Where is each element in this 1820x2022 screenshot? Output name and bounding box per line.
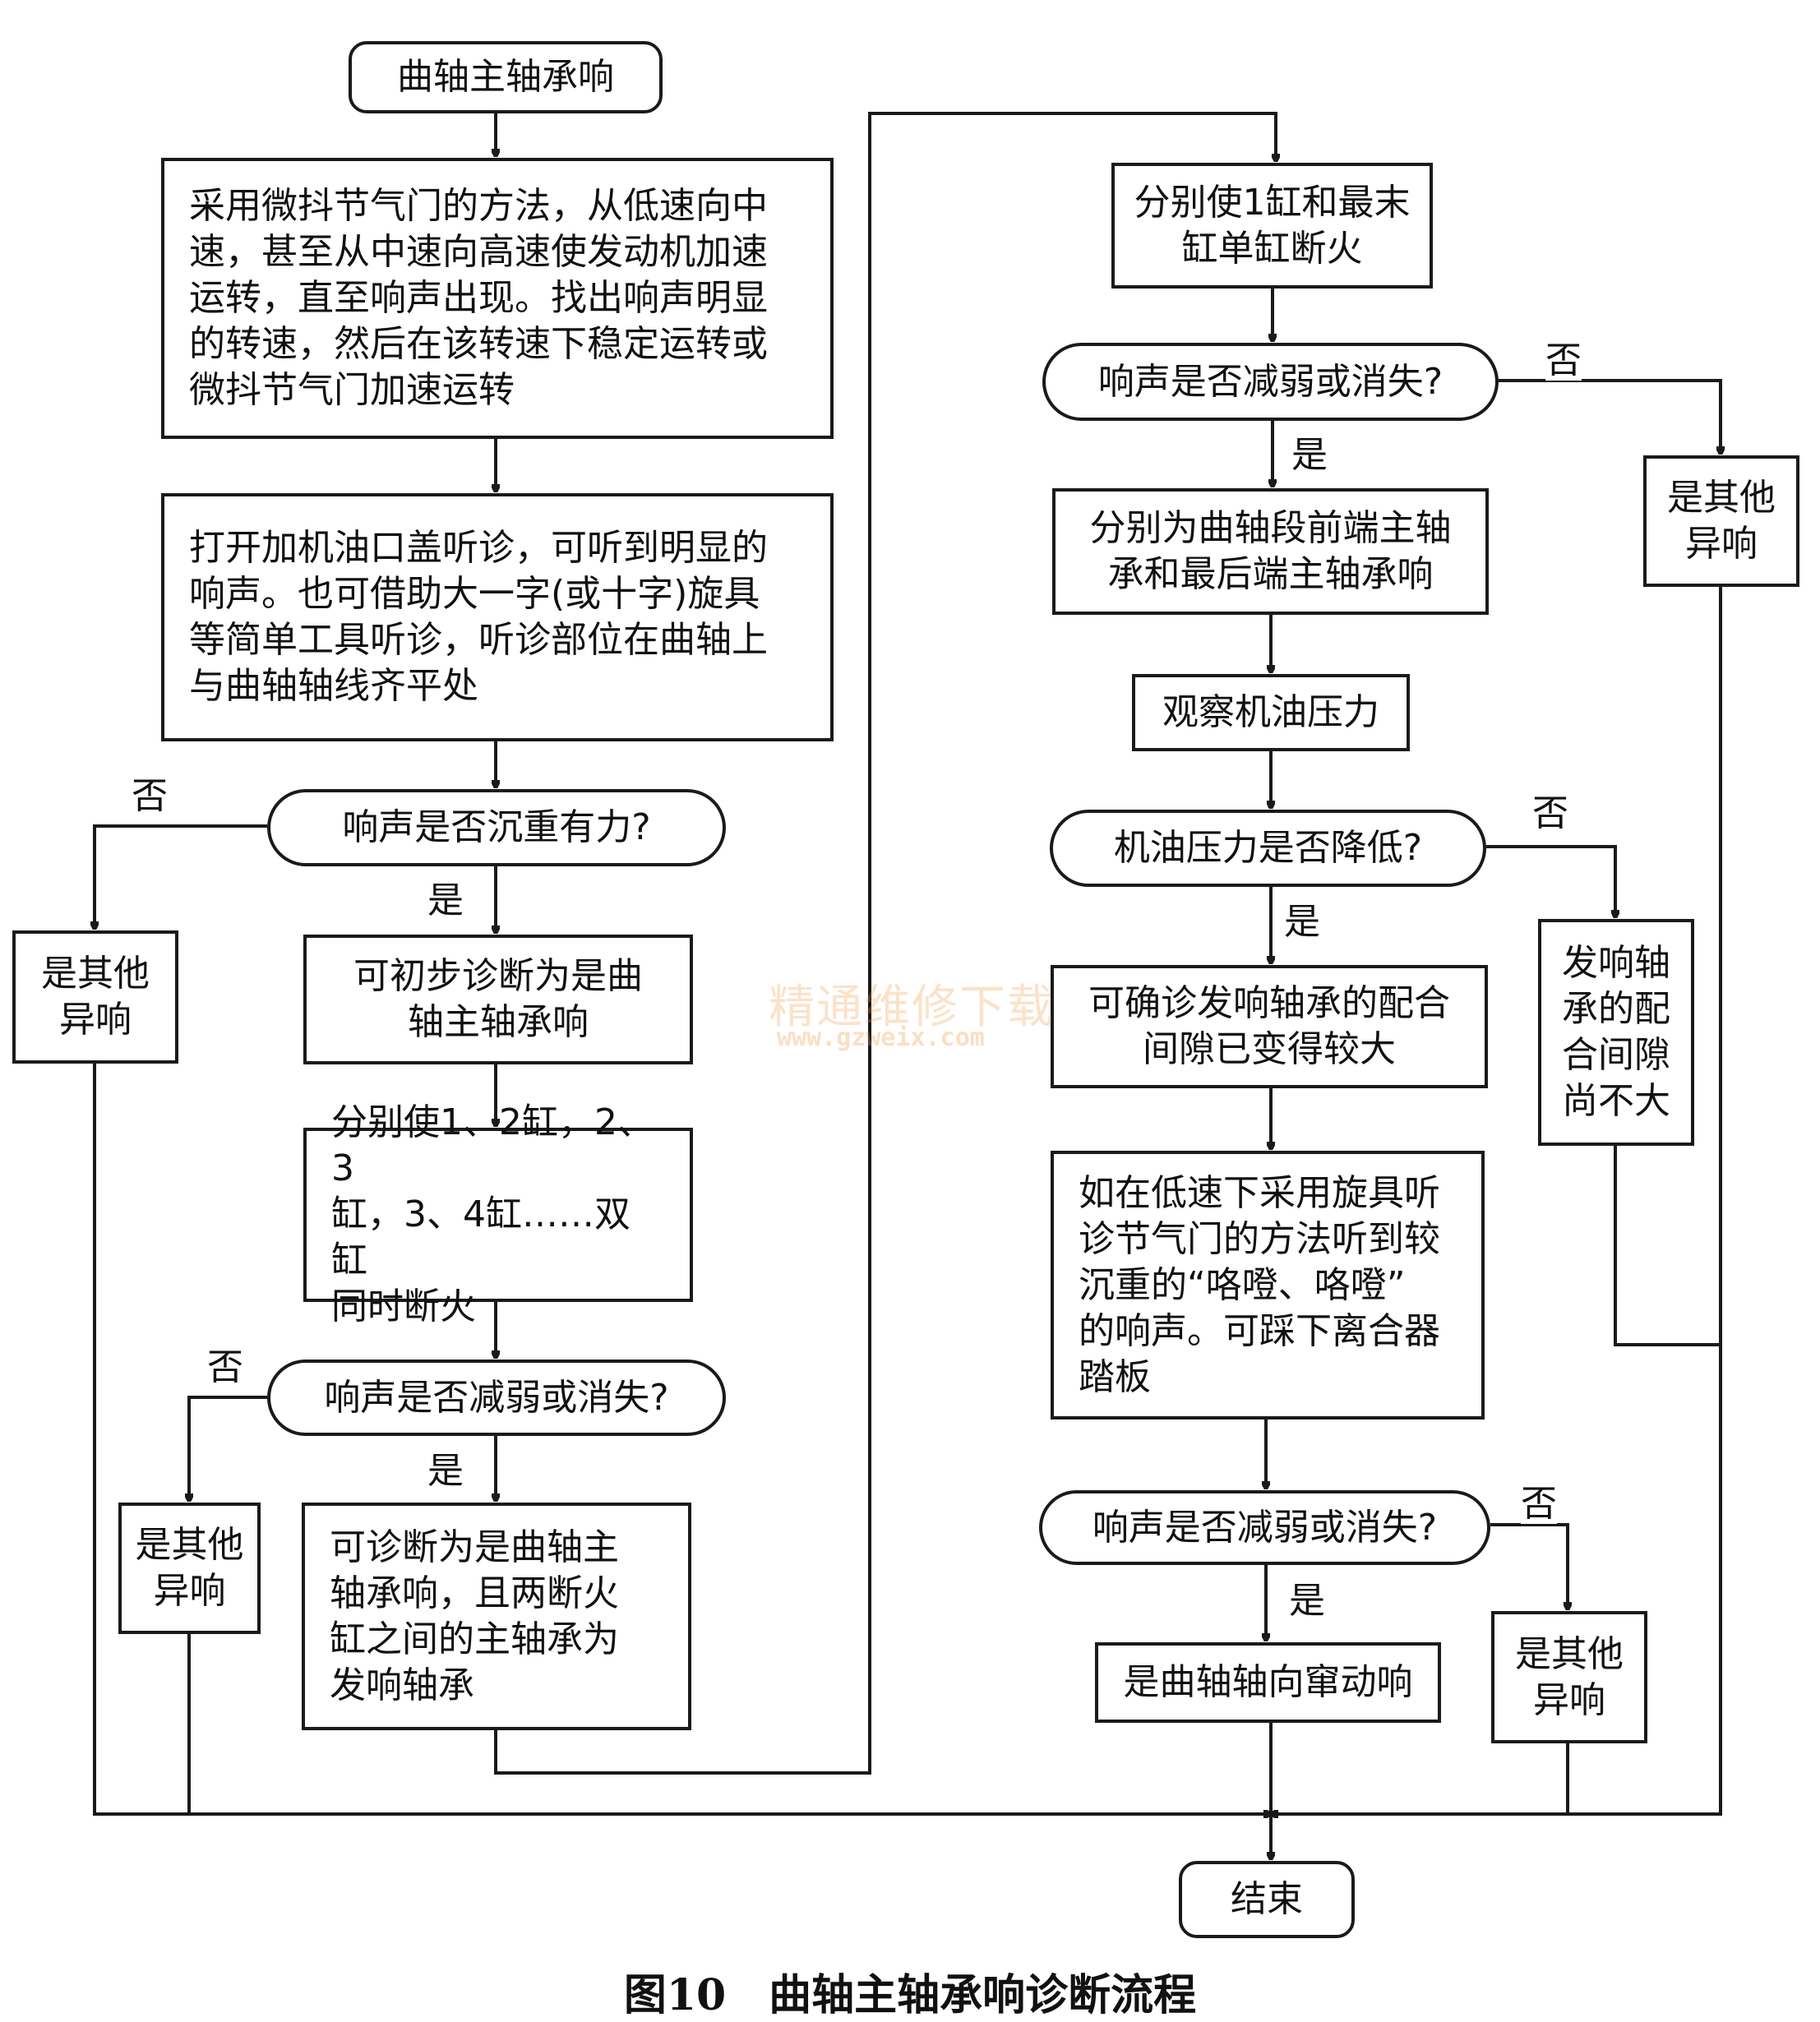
step-axial-movement: 是曲轴轴向窜动响 — [1095, 1642, 1441, 1723]
label-yes-d4: 是 — [1284, 901, 1320, 943]
edge-o4-merge — [1614, 1144, 1721, 1346]
decision-heavy-sound: 响声是否沉重有力? — [267, 789, 726, 866]
result-other-noise-4: 是其他 异响 — [1491, 1611, 1647, 1743]
result-clearance-small: 发响轴 承的配 合间隙 尚不大 — [1538, 919, 1694, 1146]
step-double-cylinder-cutoff: 分别使1、2缸，2、3 缸，3、4缸……双缸 同时断火 — [303, 1101, 693, 1327]
edge-s5-r1 — [494, 112, 1276, 1775]
step-single-cylinder-cutoff: 分别使1缸和最末 缸单缸断火 — [1111, 163, 1433, 289]
result-other-noise-3: 是其他 异响 — [1643, 455, 1799, 587]
edge-d4-o4 — [1486, 845, 1615, 917]
label-no-d1: 否 — [132, 775, 168, 817]
step-observe-oil-pressure: 观察机油压力 — [1132, 674, 1410, 751]
label-no-d4: 否 — [1532, 792, 1568, 834]
step-clearance-large: 可确诊发响轴承的配合 间隙已变得较大 — [1051, 965, 1488, 1088]
result-other-noise-2: 是其他 异响 — [118, 1503, 261, 1634]
label-no-d2: 否 — [207, 1346, 243, 1388]
watermark-url: www.gzweix.com — [777, 1023, 985, 1052]
decision-oil-pressure: 机油压力是否降低? — [1050, 810, 1486, 887]
figure-caption: 图10 曲轴主轴承响诊断流程 — [623, 1970, 1197, 2020]
edge-d5-o5 — [1490, 1523, 1568, 1609]
label-yes-d5: 是 — [1289, 1580, 1325, 1622]
label-no-d3: 否 — [1545, 339, 1582, 381]
decision-weakened-3: 响声是否减弱或消失? — [1039, 1490, 1490, 1565]
edge-d1-o1 — [95, 824, 267, 929]
step-preliminary-diagnosis: 可初步诊断为是曲 轴主轴承响 — [303, 935, 693, 1064]
start-node: 曲轴主轴承响 — [349, 41, 663, 113]
edge-o3-merge — [1271, 585, 1722, 1814]
edge-o1-merge — [93, 1062, 1271, 1814]
step-identify-bearing: 可诊断为是曲轴主 轴承响，且两断火 缸之间的主轴承为 发响轴承 — [302, 1503, 691, 1730]
decision-weakened-1: 响声是否减弱或消失? — [267, 1360, 726, 1436]
label-no-d5: 否 — [1521, 1483, 1557, 1525]
step-low-speed-listen: 如在低速下采用旋具听 诊节气门的方法听到较 沉重的“咯噔、咯噔” 的响声。可踩下… — [1051, 1151, 1485, 1420]
step-listen: 打开加机油口盖听诊，可听到明显的 响声。也可借助大一字(或十字)旋具 等简单工具… — [161, 493, 834, 741]
step-front-rear-bearing: 分别为曲轴段前端主轴 承和最后端主轴承响 — [1052, 488, 1489, 615]
edge-d2-o2 — [189, 1396, 267, 1501]
step-accelerate: 采用微抖节气门的方法，从低速向中 速，甚至从中速向高速使发动机加速 运转，直至响… — [161, 158, 834, 439]
label-yes-d2: 是 — [427, 1450, 464, 1492]
decision-weakened-2: 响声是否减弱或消失? — [1042, 343, 1499, 421]
edge-d3-o3 — [1499, 379, 1721, 454]
label-yes-d1: 是 — [427, 879, 464, 921]
label-yes-d3: 是 — [1291, 434, 1328, 476]
end-node: 结束 — [1179, 1861, 1355, 1938]
result-other-noise-1: 是其他 异响 — [12, 930, 178, 1064]
watermark-name: 精通维修下载 — [769, 981, 1055, 1034]
